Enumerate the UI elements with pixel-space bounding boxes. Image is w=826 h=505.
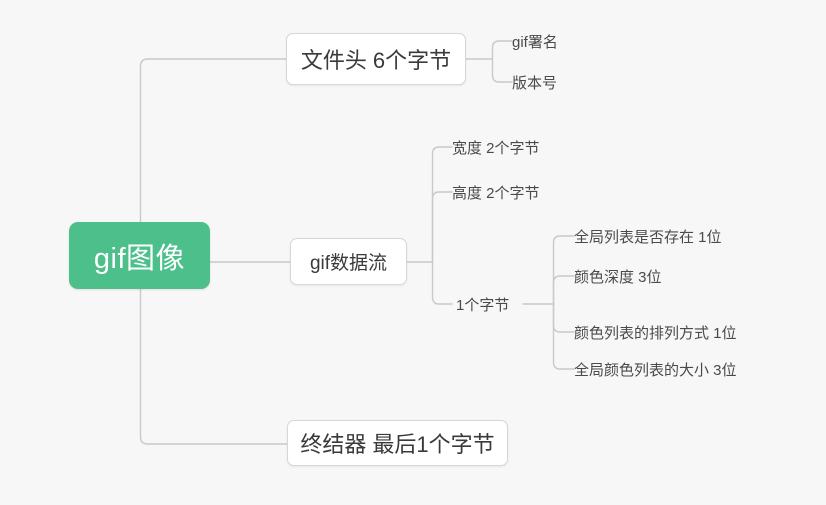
- leaf-node-color-depth-label: 颜色深度 3位: [574, 268, 662, 286]
- link-branch1-child2: [491, 58, 513, 83]
- leaf-node-width[interactable]: 宽度 2个字节: [452, 136, 612, 158]
- link-byte-child1: [552, 235, 575, 305]
- link-byte-child3: [552, 303, 575, 333]
- branch-node-terminator[interactable]: 终结器 最后1个字节: [287, 420, 508, 466]
- link-branch1-child1: [491, 40, 513, 60]
- link-byte-child4: [552, 303, 575, 370]
- link-branch2-child1: [431, 146, 453, 263]
- leaf-node-global-table-exists[interactable]: 全局列表是否存在 1位: [574, 225, 804, 247]
- link-root-trunk-down: [139, 261, 288, 445]
- leaf-node-gif-signature-label: gif署名: [512, 33, 558, 51]
- leaf-node-gif-signature[interactable]: gif署名: [512, 30, 652, 52]
- link-byte-child2: [552, 275, 575, 305]
- leaf-node-height[interactable]: 高度 2个字节: [452, 181, 612, 203]
- branch-node-gif-datastream[interactable]: gif数据流: [290, 238, 407, 285]
- branch-node-one-byte[interactable]: 1个字节: [456, 293, 546, 315]
- leaf-node-color-table-order-label: 颜色列表的排列方式 1位: [574, 324, 737, 342]
- branch-node-file-header[interactable]: 文件头 6个字节: [286, 33, 466, 85]
- link-branch2-child2: [431, 191, 453, 263]
- branch-node-terminator-label: 终结器 最后1个字节: [300, 432, 495, 457]
- branch-node-file-header-label: 文件头 6个字节: [300, 48, 452, 73]
- leaf-node-width-label: 宽度 2个字节: [452, 139, 540, 157]
- leaf-node-global-table-exists-label: 全局列表是否存在 1位: [574, 228, 722, 246]
- root-node-label: gif图像: [93, 242, 186, 275]
- leaf-node-color-depth[interactable]: 颜色深度 3位: [574, 265, 804, 287]
- leaf-node-version-number[interactable]: 版本号: [512, 71, 652, 93]
- branch-node-one-byte-label: 1个字节: [456, 296, 510, 314]
- link-root-trunk-up: [139, 58, 287, 241]
- link-branch2-child3: [431, 261, 453, 305]
- leaf-node-height-label: 高度 2个字节: [452, 184, 540, 202]
- leaf-node-color-table-order[interactable]: 颜色列表的排列方式 1位: [574, 321, 804, 343]
- leaf-node-global-color-table-size[interactable]: 全局颜色列表的大小 3位: [574, 358, 804, 380]
- branch-node-gif-datastream-label: gif数据流: [309, 253, 388, 274]
- leaf-node-global-color-table-size-label: 全局颜色列表的大小 3位: [574, 361, 737, 379]
- leaf-node-version-number-label: 版本号: [512, 74, 558, 92]
- root-node-gif-image[interactable]: gif图像: [69, 222, 210, 289]
